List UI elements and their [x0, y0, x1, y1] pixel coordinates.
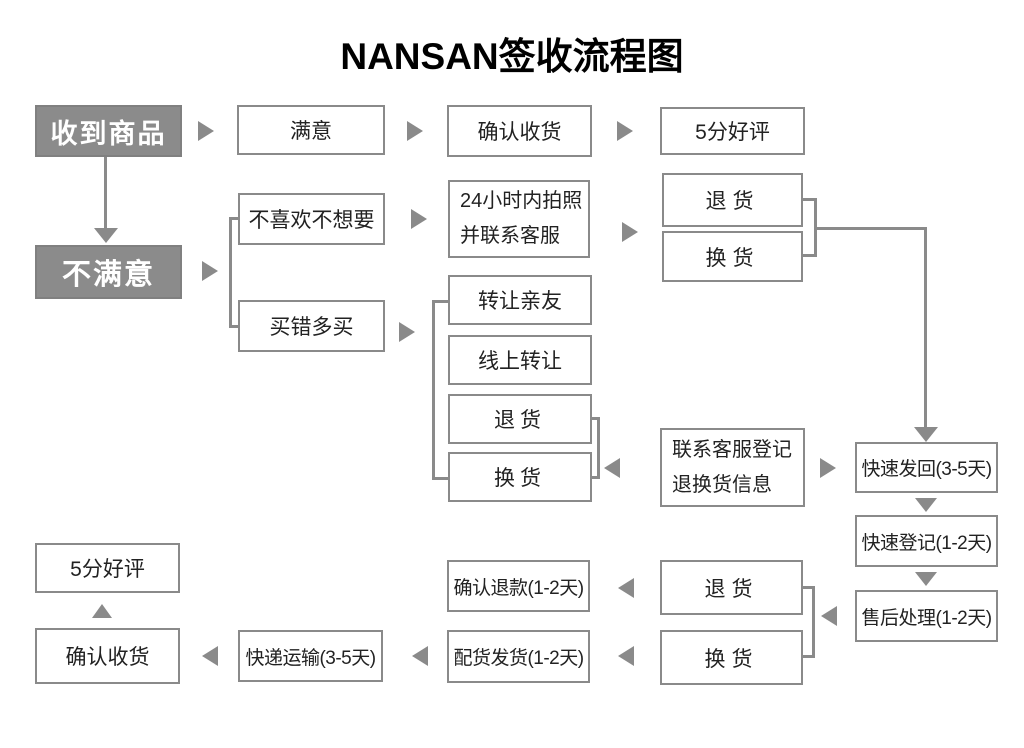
- arrow-left-icon: [202, 646, 218, 666]
- bracket-line: [803, 254, 814, 257]
- arrow-left-icon: [618, 578, 634, 598]
- node-express-transport: 快递运输(3-5天): [238, 630, 383, 682]
- page-title: NANSAN签收流程图: [340, 36, 684, 77]
- node-confirm-receipt-top: 确认收货: [447, 105, 592, 157]
- arrow-left-icon: [604, 458, 620, 478]
- arrow-right-icon: [407, 121, 423, 141]
- node-return-top: 退货: [662, 173, 803, 227]
- bracket-line: [432, 300, 435, 480]
- bracket-line: [812, 586, 815, 658]
- bracket-line: [432, 477, 448, 480]
- node-return-mid: 退货: [448, 394, 592, 444]
- bracket-line: [592, 476, 600, 479]
- node-exchange-top: 换货: [662, 231, 803, 282]
- arrow-right-icon: [411, 209, 427, 229]
- arrow-left-icon: [821, 606, 837, 626]
- node-transfer-online: 线上转让: [448, 335, 592, 385]
- node-photo-contact-line1: 24小时内拍照: [460, 190, 583, 212]
- node-satisfied: 满意: [237, 105, 385, 155]
- arrow-down-icon: [915, 498, 937, 512]
- arrow-right-icon: [617, 121, 633, 141]
- node-transfer-friends: 转让亲友: [448, 275, 592, 325]
- arrow-left-icon: [618, 646, 634, 666]
- bracket-line: [803, 198, 814, 201]
- node-fast-register: 快速登记(1-2天): [855, 515, 998, 567]
- node-fast-sendback: 快速发回(3-5天): [855, 442, 998, 493]
- node-photo-contact-line2: 并联系客服: [460, 225, 560, 247]
- arrow-down-icon: [915, 572, 937, 586]
- node-dislike-unwanted: 不喜欢不想要: [238, 193, 385, 245]
- arrow-right-icon: [399, 322, 415, 342]
- arrow-left-icon: [412, 646, 428, 666]
- bracket-line: [803, 586, 815, 589]
- bracket-line: [229, 217, 238, 220]
- arrow-right-icon: [202, 261, 218, 281]
- arrowhead-down-icon: [94, 228, 118, 243]
- node-five-star-bottom: 5分好评: [35, 543, 180, 593]
- node-contact-register-line1: 联系客服登记: [672, 438, 792, 461]
- connector-line: [815, 227, 927, 230]
- node-exchange-bottom: 换货: [660, 630, 803, 685]
- node-return-bottom: 退货: [660, 560, 803, 615]
- connector-line: [104, 157, 107, 229]
- node-confirm-receipt-bottom: 确认收货: [35, 628, 180, 684]
- arrow-right-icon: [820, 458, 836, 478]
- node-contact-register: 联系客服登记 退换货信息: [660, 428, 805, 507]
- bracket-line: [432, 300, 448, 303]
- node-photo-contact: 24小时内拍照 并联系客服: [448, 180, 590, 258]
- node-unsatisfied: 不满意: [35, 245, 182, 299]
- bracket-line: [592, 417, 600, 420]
- node-aftersale-handle: 售后处理(1-2天): [855, 590, 998, 642]
- node-bought-wrong: 买错多买: [238, 300, 385, 352]
- node-dispatch-ship: 配货发货(1-2天): [447, 630, 590, 683]
- arrow-up-icon: [92, 604, 112, 618]
- node-received-goods: 收到商品: [35, 105, 182, 157]
- node-confirm-refund: 确认退款(1-2天): [447, 560, 590, 612]
- bracket-line: [229, 217, 232, 328]
- arrowhead-down-icon: [914, 427, 938, 442]
- node-five-star-top: 5分好评: [660, 107, 805, 155]
- node-exchange-mid: 换货: [448, 452, 592, 502]
- arrow-right-icon: [198, 121, 214, 141]
- node-contact-register-line2: 退换货信息: [672, 473, 772, 496]
- arrow-right-icon: [622, 222, 638, 242]
- bracket-line: [597, 417, 600, 479]
- bracket-line: [803, 655, 815, 658]
- bracket-line: [229, 325, 238, 328]
- connector-line: [924, 227, 927, 427]
